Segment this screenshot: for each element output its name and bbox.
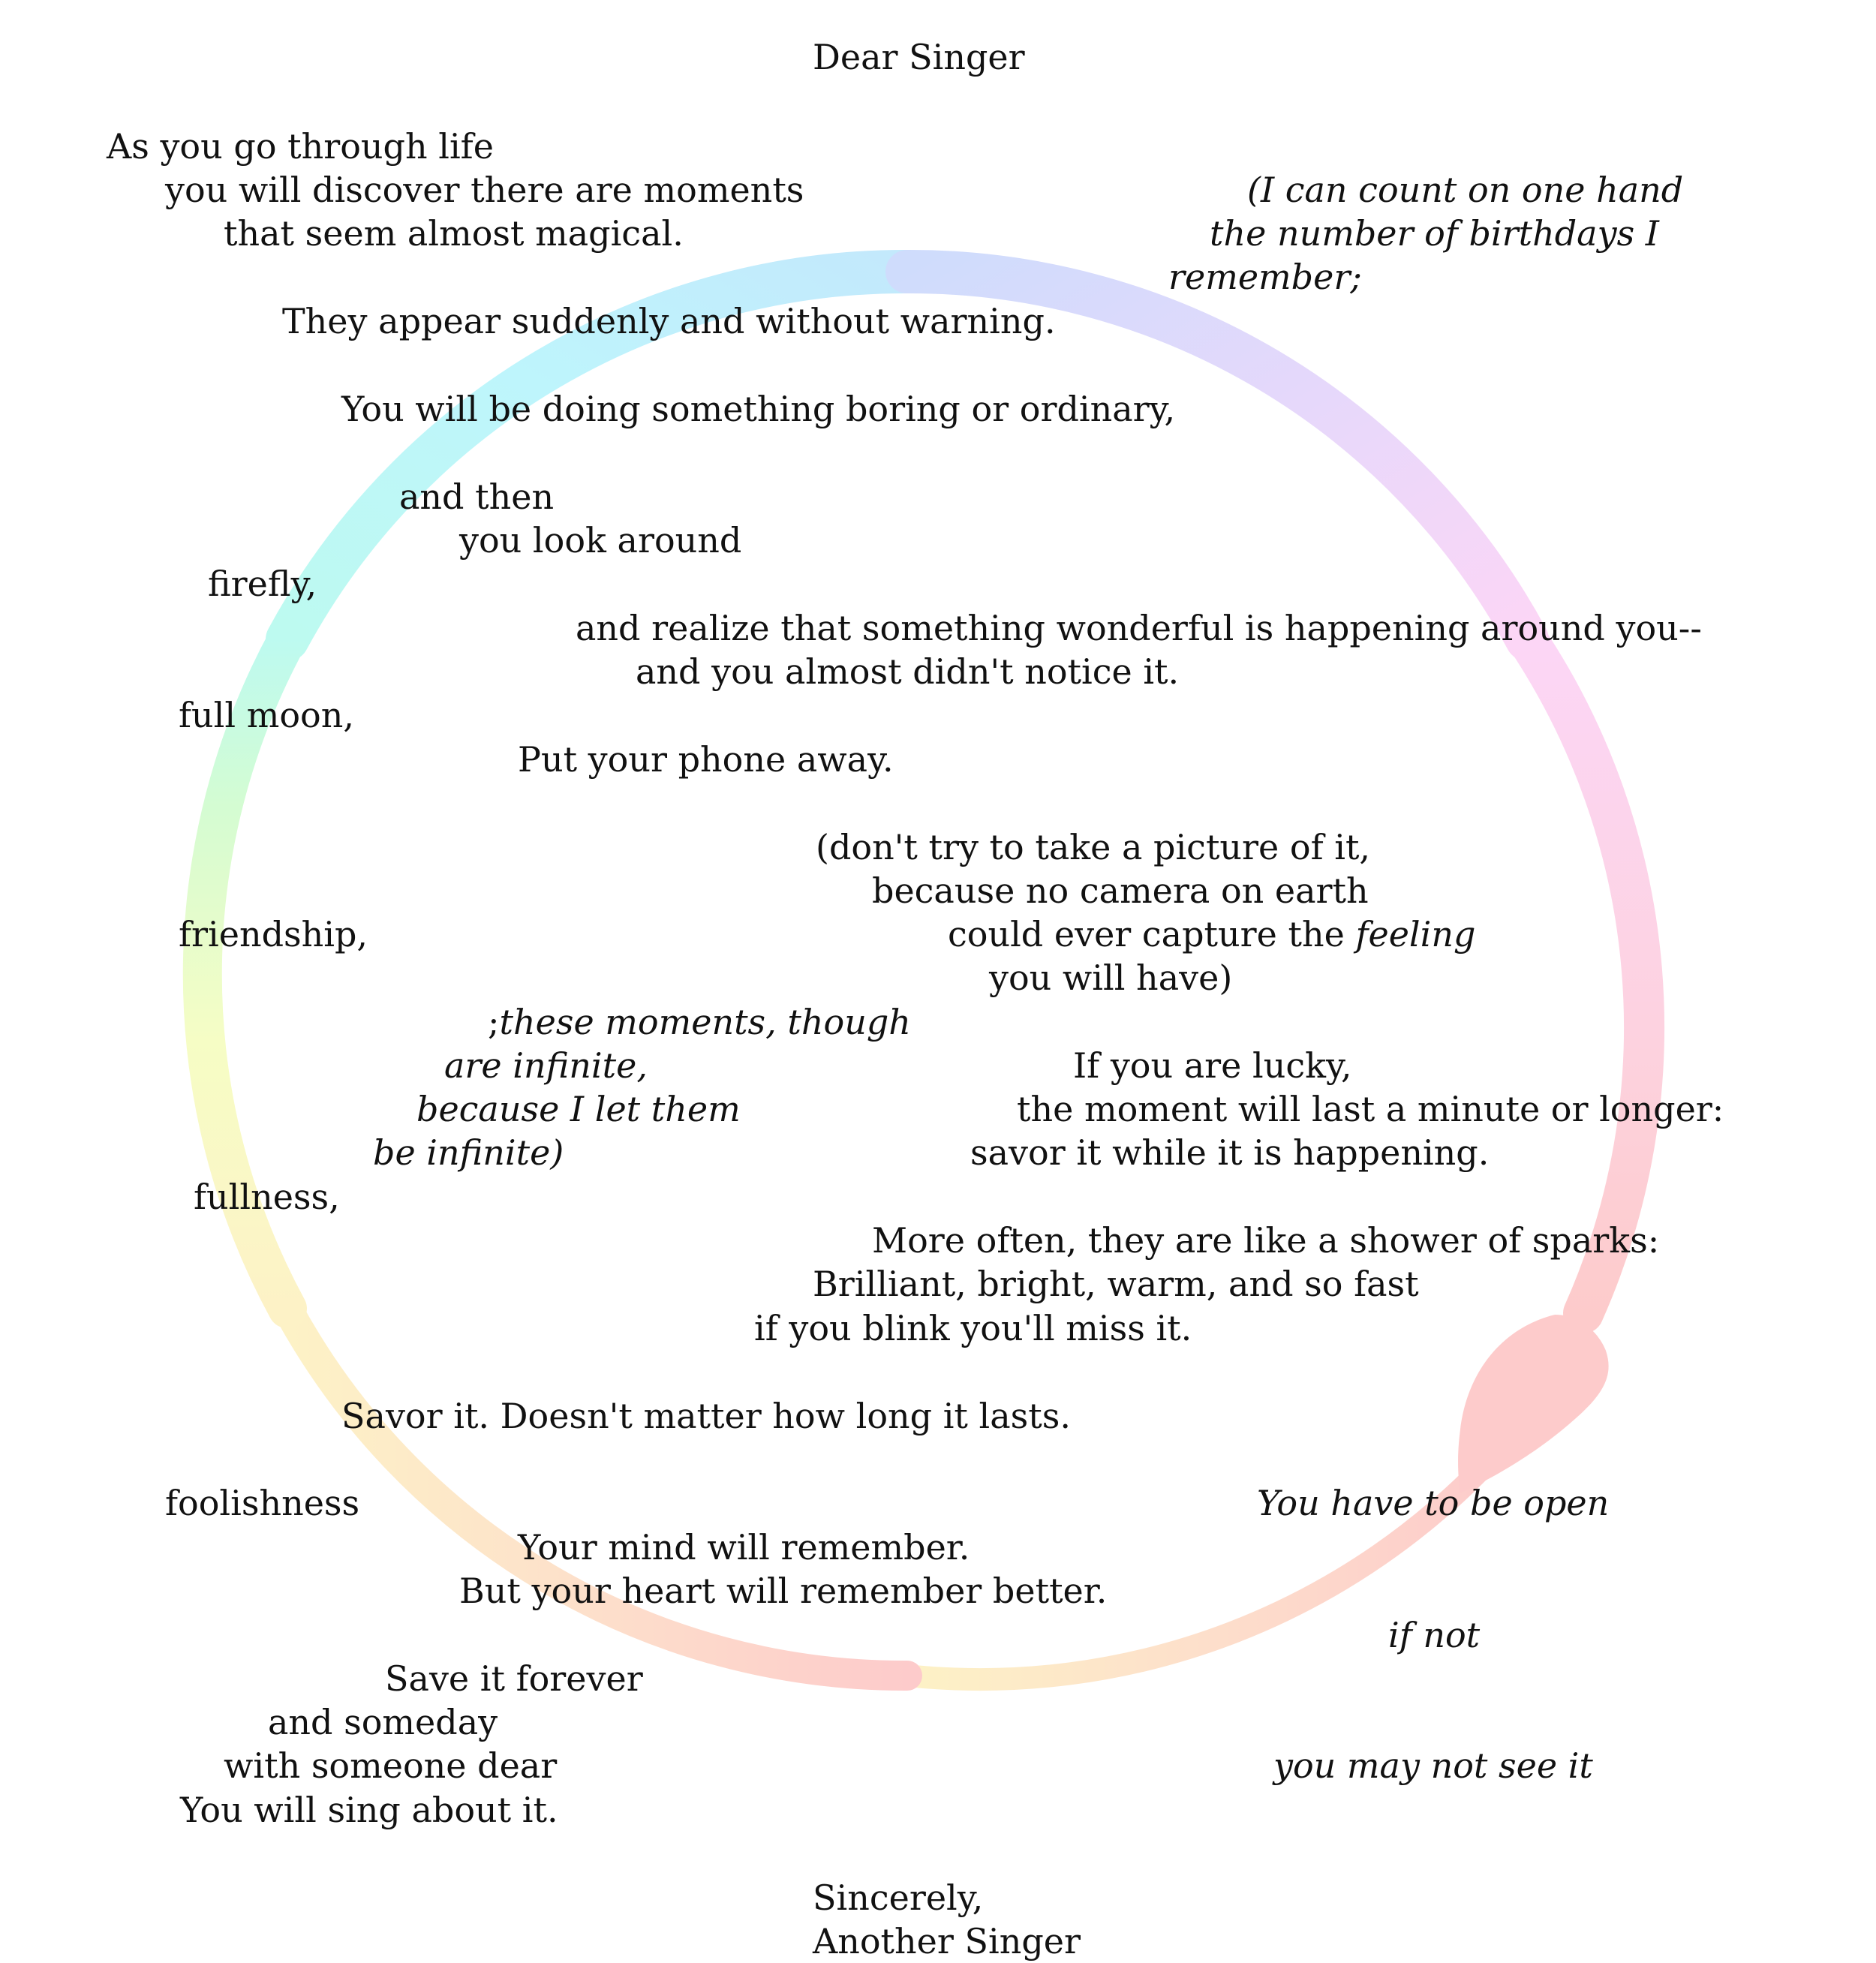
often-line-1: More often, they are like a shower of sp… — [872, 1220, 1660, 1261]
salutation: Dear Singer — [813, 37, 1025, 77]
margin-word-firefly: firefly, — [208, 564, 317, 604]
lucky-line-3: savor it while it is happening. — [970, 1132, 1490, 1173]
ring-arc-top-left — [266, 249, 929, 661]
will-have-line: you will have) — [989, 957, 1233, 998]
appear-line: They appear suddenly and without warning… — [282, 301, 1056, 341]
and-then-line: and then — [399, 476, 555, 517]
remember-line-1: Your mind will remember. — [518, 1527, 970, 1568]
opening-line-1: As you go through life — [107, 126, 494, 167]
ring-arc-top-right — [885, 249, 1549, 661]
opening-line-2: you will discover there are moments — [165, 170, 804, 210]
picture-line-1: (don't try to take a picture of it, — [816, 827, 1371, 867]
ring-leaf-end — [1458, 1315, 1609, 1493]
almost-line: and you almost didn't notice it. — [636, 651, 1180, 692]
ring-arc-left — [182, 620, 307, 1328]
aside-semicolon: ; — [488, 1002, 500, 1042]
capture-text: could ever capture the — [948, 914, 1356, 954]
often-line-3: if you blink you'll miss it. — [754, 1308, 1192, 1348]
aside-count-line-3: remember; — [1168, 257, 1362, 297]
doing-line: You will be doing something boring or or… — [341, 389, 1176, 429]
lucky-line-2: the moment will last a minute or longer: — [1017, 1089, 1724, 1129]
open-line: You have to be open — [1257, 1483, 1610, 1523]
remember-line-2: But your heart will remember better. — [459, 1571, 1108, 1611]
aside-count-line-1: (I can count on one hand — [1247, 170, 1684, 210]
often-line-2: Brilliant, bright, warm, and so fast — [813, 1264, 1419, 1304]
aside-infinite-line-1: are infinite, — [444, 1045, 648, 1086]
aside-infinite-line-2: because I let them — [416, 1089, 741, 1129]
if-not-line: if not — [1388, 1615, 1481, 1655]
aside-infinite-line-3: be infinite) — [373, 1132, 564, 1173]
picture-line-2: because no camera on earth — [872, 870, 1369, 911]
margin-word-foolishness: foolishness — [165, 1483, 360, 1523]
capture-line: could ever capture the feeling — [948, 912, 1475, 956]
realize-line: and realize that something wonderful is … — [576, 608, 1702, 648]
forever-line-3: with someone dear — [224, 1745, 558, 1786]
margin-word-friendship: friendship, — [179, 914, 368, 954]
ring-arc-bottom-left — [272, 1294, 922, 1691]
phone-line: Put your phone away. — [518, 739, 894, 780]
capture-emphasis: feeling — [1355, 914, 1476, 954]
ring-arc-bottom-right — [896, 1437, 1512, 1691]
aside-count-line-2: the number of birthdays I — [1210, 213, 1659, 254]
forever-line-2: and someday — [268, 1702, 498, 1742]
margin-word-full-moon: full moon, — [179, 695, 354, 735]
aside-moments-line: ;these moments, though — [488, 1000, 911, 1044]
margin-word-fullness: fullness, — [194, 1177, 340, 1217]
ring-arc-right — [1507, 619, 1664, 1333]
opening-line-3: that seem almost magical. — [224, 213, 684, 254]
lucky-line-1: If you are lucky, — [1073, 1045, 1352, 1086]
forever-line-1: Save it forever — [385, 1658, 643, 1699]
look-around-line: you look around — [459, 520, 742, 561]
may-not-line: you may not see it — [1273, 1745, 1593, 1786]
sincerely: Sincerely, — [813, 1877, 984, 1918]
aside-moments-text: these moments, though — [499, 1002, 911, 1042]
savor-line: Savor it. Doesn't matter how long it las… — [341, 1396, 1071, 1436]
signature: Another Singer — [813, 1921, 1081, 1961]
forever-line-4: You will sing about it. — [180, 1790, 558, 1830]
